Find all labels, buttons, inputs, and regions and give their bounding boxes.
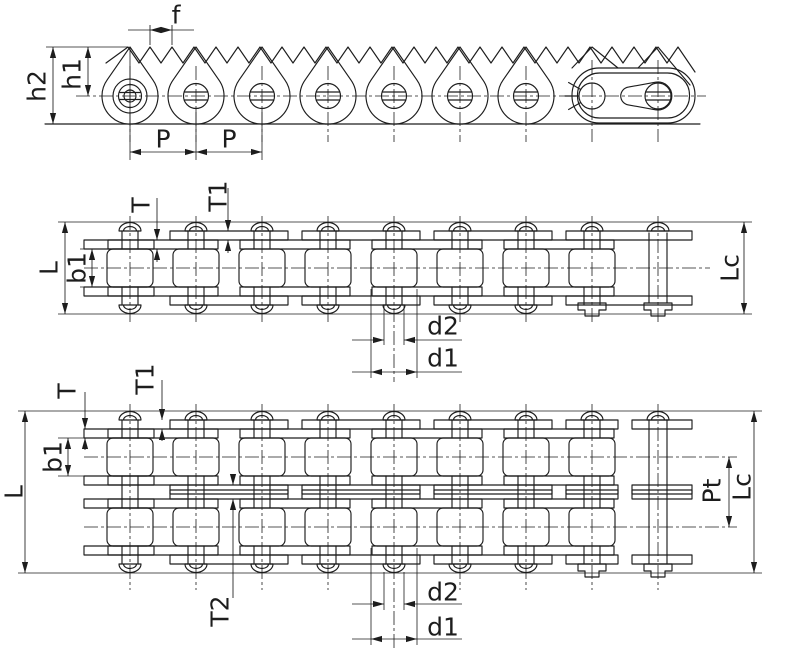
dimension-d2-simplex: d2 — [352, 305, 462, 345]
dimension-T-simplex: T — [127, 197, 161, 262]
dim-label-Lc-simplex: Lc — [716, 254, 745, 282]
dimension-Pt-duplex: Pt — [698, 457, 733, 527]
simplex-chain — [58, 216, 752, 382]
dim-label-b1-duplex: b1 — [39, 441, 68, 473]
dimension-b1-simplex: b1 — [63, 248, 106, 288]
inner-plates-duplex — [83, 428, 615, 556]
dim-label-T1-duplex: T1 — [131, 363, 160, 395]
dimension-d1-duplex: d1 — [352, 548, 462, 645]
pin-rivets-duplex — [118, 410, 673, 578]
inner-plates — [83, 239, 615, 297]
dim-label-h2: h2 — [23, 70, 52, 102]
dimension-T-duplex: T — [53, 383, 89, 450]
dimension-T2-duplex: T2 — [206, 474, 237, 628]
connecting-link — [564, 67, 696, 124]
simplex-plan-view: L b1 T T1 d2 d1 — [35, 180, 752, 382]
dim-label-Pt-duplex: Pt — [698, 478, 727, 503]
dim-label-T-duplex: T — [53, 383, 82, 400]
dim-label-p-left: P — [155, 125, 170, 154]
outer-plates — [169, 230, 693, 306]
dimension-d1-simplex: d1 — [352, 289, 462, 378]
dim-label-L-simplex: L — [35, 261, 64, 275]
chain-profile — [44, 46, 706, 160]
dim-label-L-duplex: L — [0, 485, 29, 499]
dim-label-p-right: P — [221, 125, 236, 154]
dimension-L-duplex: L — [0, 411, 29, 573]
dimension-d2-duplex: d2 — [352, 572, 462, 610]
dimension-T1-simplex: T1 — [204, 180, 233, 253]
duplex-chain — [18, 404, 762, 648]
dim-label-f: f — [172, 1, 182, 30]
dim-label-d2-duplex: d2 — [427, 578, 459, 607]
dim-label-b1-simplex: b1 — [63, 252, 92, 284]
dimension-Lc-simplex: Lc — [716, 222, 748, 314]
dim-label-T-simplex: T — [127, 197, 156, 214]
pin-rivets — [118, 221, 673, 317]
side-elevation-view: f h2 h1 P P — [23, 1, 706, 160]
end-link-teeth — [571, 46, 691, 86]
dimension-T1-duplex: T1 — [131, 363, 166, 441]
keyhole-slot — [620, 81, 673, 111]
tooth-profile — [105, 46, 696, 73]
dimension-Lc-duplex: Lc — [728, 411, 758, 573]
dimension-b1-duplex: b1 — [39, 437, 104, 477]
dim-label-T1-simplex: T1 — [204, 180, 233, 212]
dim-label-d1-duplex: d1 — [427, 613, 459, 642]
dim-label-Lc-duplex: Lc — [728, 473, 757, 501]
outer-plates-duplex — [169, 419, 693, 565]
dimension-L-simplex: L — [35, 222, 69, 314]
dim-label-T2-duplex: T2 — [206, 595, 235, 627]
rollers-duplex — [106, 437, 616, 547]
dimension-f: f — [128, 1, 194, 45]
dim-label-d1-simplex: d1 — [427, 344, 459, 373]
dimension-h2-h1: h2 h1 — [23, 46, 128, 124]
dim-label-d2-simplex: d2 — [427, 312, 459, 341]
dim-label-h1: h1 — [58, 58, 87, 90]
end-pin-duplex — [648, 419, 668, 565]
dimension-pitch: P P — [130, 125, 262, 156]
duplex-plan-view: L b1 T T1 T2 Pt — [0, 363, 762, 648]
